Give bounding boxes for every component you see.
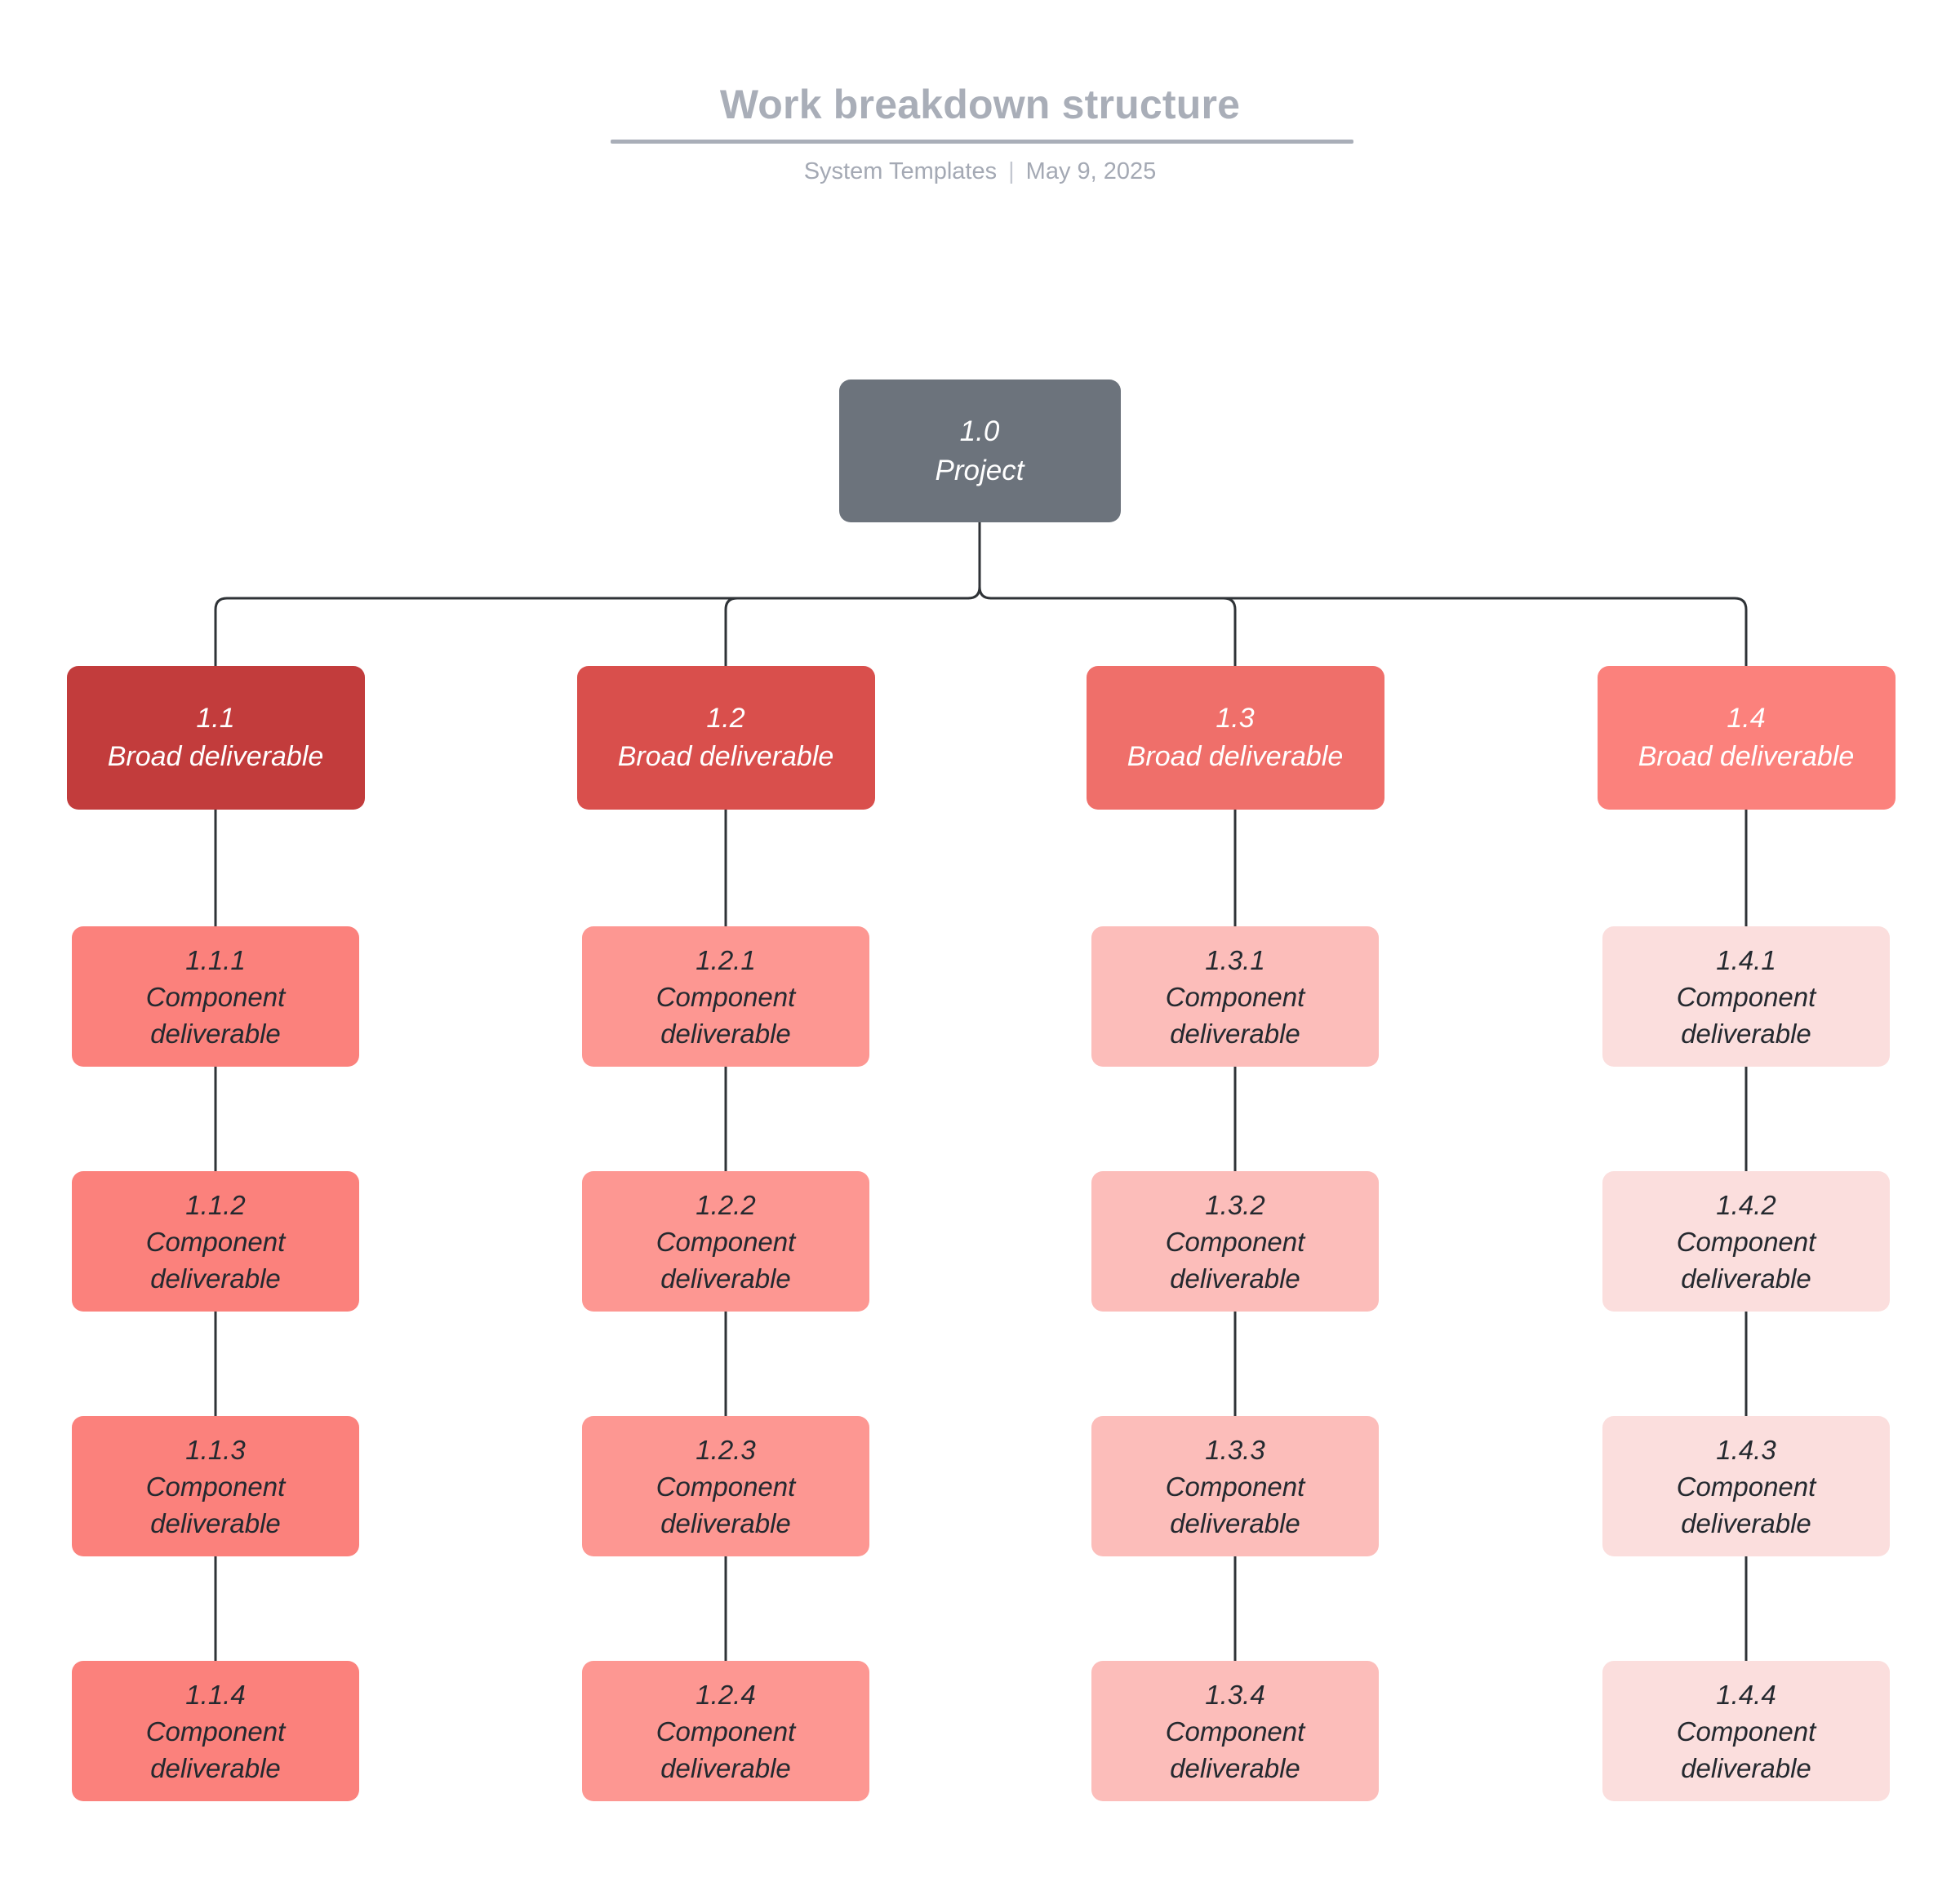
node-id: 1.3.4 <box>1205 1679 1265 1710</box>
node-id: 1.4.1 <box>1716 944 1776 975</box>
document-subtitle: System Templates | May 9, 2025 <box>0 155 1960 188</box>
node-label: Component deliverable <box>145 1226 286 1294</box>
document-header: Work breakdown structure System Template… <box>0 0 1960 204</box>
page-title: Work breakdown structure <box>719 82 1241 127</box>
node-id: 1.3.1 <box>1205 944 1265 975</box>
connector-bus-1.2 <box>724 597 970 668</box>
node-id: 1.3 <box>1216 703 1255 734</box>
node-id: 1.2.3 <box>696 1434 756 1465</box>
node-label: Component deliverable <box>1165 1471 1305 1538</box>
node-label: Component deliverable <box>1676 981 1816 1049</box>
node-id: 1.4.2 <box>1716 1189 1776 1220</box>
node-id: 1.1 <box>196 703 235 734</box>
node-label: Component deliverable <box>1676 1471 1816 1538</box>
node-id: 1.2 <box>706 703 745 734</box>
node-label: Component deliverable <box>1676 1226 1816 1294</box>
connector-root-stem-left <box>967 585 981 600</box>
node-label: Broad deliverable <box>617 741 834 772</box>
node-label: Component deliverable <box>145 1716 286 1783</box>
node-id: 1.2.2 <box>696 1189 756 1220</box>
subtitle-separator: | <box>1008 158 1015 184</box>
subtitle-org: System Templates <box>803 158 998 184</box>
node-id: 1.1.2 <box>185 1189 246 1220</box>
node-label: Broad deliverable <box>1127 741 1344 772</box>
node-label: Component deliverable <box>656 981 796 1049</box>
connector-bus-1.1 <box>214 597 970 668</box>
node-label: Component deliverable <box>145 1471 286 1538</box>
node-label: Broad deliverable <box>1638 741 1855 772</box>
node-label: Component deliverable <box>1165 981 1305 1049</box>
node-id: 1.1.1 <box>185 944 246 975</box>
node-id: 1.4.4 <box>1716 1679 1776 1710</box>
node-id: 1.4.3 <box>1716 1434 1776 1465</box>
node-id: 1.3.3 <box>1205 1434 1265 1465</box>
node-label: Broad deliverable <box>107 741 324 772</box>
connector-bus-1.3 <box>989 597 1237 668</box>
node-label: Component deliverable <box>1165 1226 1305 1294</box>
node-label: Project <box>935 454 1024 486</box>
node-id: 1.4 <box>1727 703 1766 734</box>
node-label: Component deliverable <box>656 1471 796 1538</box>
node-id: 1.3.2 <box>1205 1189 1265 1220</box>
node-label: Component deliverable <box>656 1716 796 1783</box>
node-id: 1.1.3 <box>185 1434 246 1465</box>
node-id: 1.1.4 <box>185 1679 246 1710</box>
node-id: 1.2.4 <box>696 1679 756 1710</box>
node-label: Component deliverable <box>1676 1716 1816 1783</box>
connector-bus-1.4 <box>989 597 1748 668</box>
title-divider <box>611 140 1353 144</box>
subtitle-date: May 9, 2025 <box>1025 158 1157 184</box>
connector-root-stem-right <box>978 521 993 600</box>
node-id: 1.2.1 <box>696 944 756 975</box>
node-label: Component deliverable <box>1165 1716 1305 1783</box>
node-id: 1.0 <box>959 415 1000 447</box>
node-label: Component deliverable <box>656 1226 796 1294</box>
node-label: Component deliverable <box>145 981 286 1049</box>
